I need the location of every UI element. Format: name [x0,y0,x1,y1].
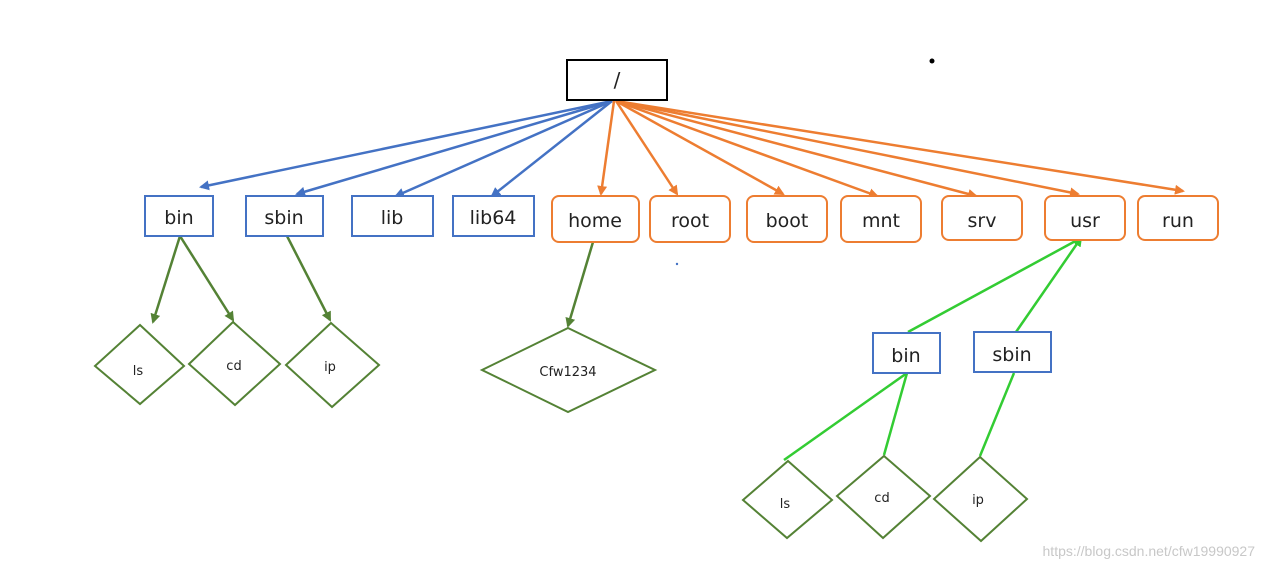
leaf-label-bin-ls: ls [133,364,144,379]
leaf-node-sbin-ip: ip [284,321,381,409]
leaf-label-usr-bin-ls: ls [780,497,791,512]
leaf-node-bin-ls: ls [93,323,186,406]
dir-node-mnt: mnt [840,195,922,243]
leaf-label-home-user: Cfw1234 [539,365,596,380]
edge-sbin-ip [285,235,332,322]
dir-label-lib: lib [381,207,404,229]
edge-root-usr [615,99,1080,198]
edges-usr-bright-green [783,236,1083,462]
dir-node-lib: lib [351,195,434,237]
stray-dot-blue [675,262,679,266]
edge-usrsbin-usr [1014,236,1083,333]
edge-usrbin-ls [783,371,908,462]
root-label: / [614,68,621,92]
edge-usrbin-cd [882,372,909,456]
stray-dot-black [929,58,935,64]
dir-node-usr-bin: bin [872,332,941,374]
dir-label-usr-bin: bin [891,345,920,367]
top-dir-nodes: bin sbin lib lib64 home root boot mnt [144,195,1219,243]
edge-bin-cd [178,235,235,322]
edge-root-mnt [615,99,879,198]
dir-node-sbin: sbin [245,195,324,237]
dir-label-sbin: sbin [264,207,303,229]
edge-root-home [597,100,616,196]
dir-node-lib64: lib64 [452,195,535,237]
dir-label-usr: usr [1070,210,1100,232]
dir-node-srv: srv [941,195,1023,241]
edge-usrsbin-ip [978,372,1016,457]
edge-root-srv [615,99,978,199]
edge-root-lib64 [490,100,613,198]
dir-label-bin: bin [164,207,193,229]
dir-label-home: home [568,210,622,232]
dir-label-lib64: lib64 [470,207,517,229]
usr-leaf-nodes: ls cd ip [741,454,1029,543]
edges-root-blue [199,99,613,198]
leaf-node-usr-bin-cd: cd [835,454,932,540]
root-node: / [566,59,668,101]
edge-root-sbin [295,99,613,197]
dir-node-usr-sbin: sbin [973,331,1052,373]
leaf-label-usr-sbin-ip: ip [972,493,984,508]
dir-label-usr-sbin: sbin [992,344,1031,366]
edge-root-bin [199,99,613,191]
leaf-label-bin-cd: cd [226,359,241,374]
edge-home-user [565,241,595,328]
leaf-node-usr-bin-ls: ls [741,459,834,540]
usr-child-nodes: bin sbin [872,331,1052,374]
dir-node-root: root [649,195,731,243]
dir-node-run: run [1137,195,1219,241]
leaf-node-bin-cd: cd [187,320,282,407]
edge-root-boot [615,99,785,196]
leaf-nodes: ls cd ip Cfw1234 [93,320,658,414]
edge-root-lib [394,99,613,198]
leaf-label-usr-bin-cd: cd [874,491,889,506]
dir-node-usr: usr [1044,195,1126,241]
edges-leaves-dark-green [150,235,595,328]
dir-label-run: run [1162,210,1194,232]
dir-node-home: home [551,195,640,243]
dir-label-srv: srv [968,210,997,232]
edge-root-run [615,99,1185,195]
edge-bin-ls [150,235,182,324]
watermark-text: https://blog.csdn.net/cfw19990927 [1043,543,1256,559]
leaf-node-home-user: Cfw1234 [479,326,658,414]
edges-root-orange [597,99,1185,199]
dir-node-boot: boot [746,195,828,243]
edge-usrbin-usr [907,236,1083,334]
leaf-label-sbin-ip: ip [324,360,336,375]
edge-root-root [614,100,679,196]
dir-label-root: root [671,210,709,232]
dir-label-mnt: mnt [862,210,900,232]
dir-label-boot: boot [766,210,809,232]
dir-node-bin: bin [144,195,214,237]
leaf-node-usr-sbin-ip: ip [932,455,1029,543]
